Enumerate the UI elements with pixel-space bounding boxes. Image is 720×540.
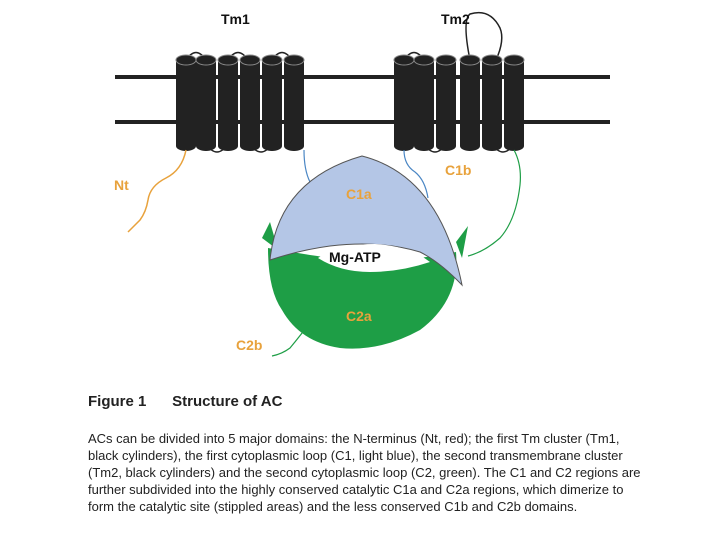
nt-tail	[127, 149, 187, 233]
tm2-helix-3	[435, 54, 457, 151]
tm1-helix-2	[195, 54, 217, 151]
tm1-cluster	[175, 54, 305, 151]
figure-title: Structure of AC	[172, 393, 283, 410]
tm1-helix-4	[239, 54, 261, 151]
c2b-tail	[271, 319, 313, 357]
c2a-domain	[268, 248, 457, 349]
tm2-helix-6	[503, 54, 525, 151]
tm1-helix-1	[175, 54, 197, 151]
c1b-label: C1b	[445, 162, 471, 178]
tm2-helix-5	[481, 54, 503, 151]
tm1-helix-5	[261, 54, 283, 151]
tm2-helix-2	[413, 54, 435, 151]
c1-linker-loop	[303, 149, 311, 183]
c2b-label: C2b	[236, 337, 262, 353]
tm2-helix-4	[459, 54, 481, 151]
c1-to-tm2-linker	[403, 149, 429, 199]
c2-right-flap	[456, 226, 468, 258]
c1a-domain	[269, 155, 463, 287]
c2-linker-loop	[467, 149, 521, 257]
mg-atp-label: Mg-ATP	[329, 249, 381, 265]
tm2-cluster	[393, 54, 525, 151]
figure-caption: Figure 1 Structure of AC ACs can be divi…	[88, 393, 688, 515]
tm2-label: Tm2	[441, 11, 470, 27]
tm1-label: Tm1	[221, 11, 250, 27]
c1a-label: C1a	[346, 186, 372, 202]
mg-atp-site	[318, 244, 430, 272]
figure-number: Figure 1	[88, 393, 147, 410]
adenylyl-cyclase-diagram: Tm1 Tm2 Nt C1a C1b Mg-ATP C2a C2b	[114, 11, 610, 357]
tm2-helix-1	[393, 54, 415, 151]
tm1-helix-6	[283, 54, 305, 151]
tm1-helix-3	[217, 54, 239, 151]
nt-label: Nt	[114, 177, 129, 193]
figure-heading: Figure 1 Structure of AC	[88, 393, 688, 410]
c2a-label: C2a	[346, 308, 372, 324]
figure-description: ACs can be divided into 5 major domains:…	[88, 431, 641, 514]
